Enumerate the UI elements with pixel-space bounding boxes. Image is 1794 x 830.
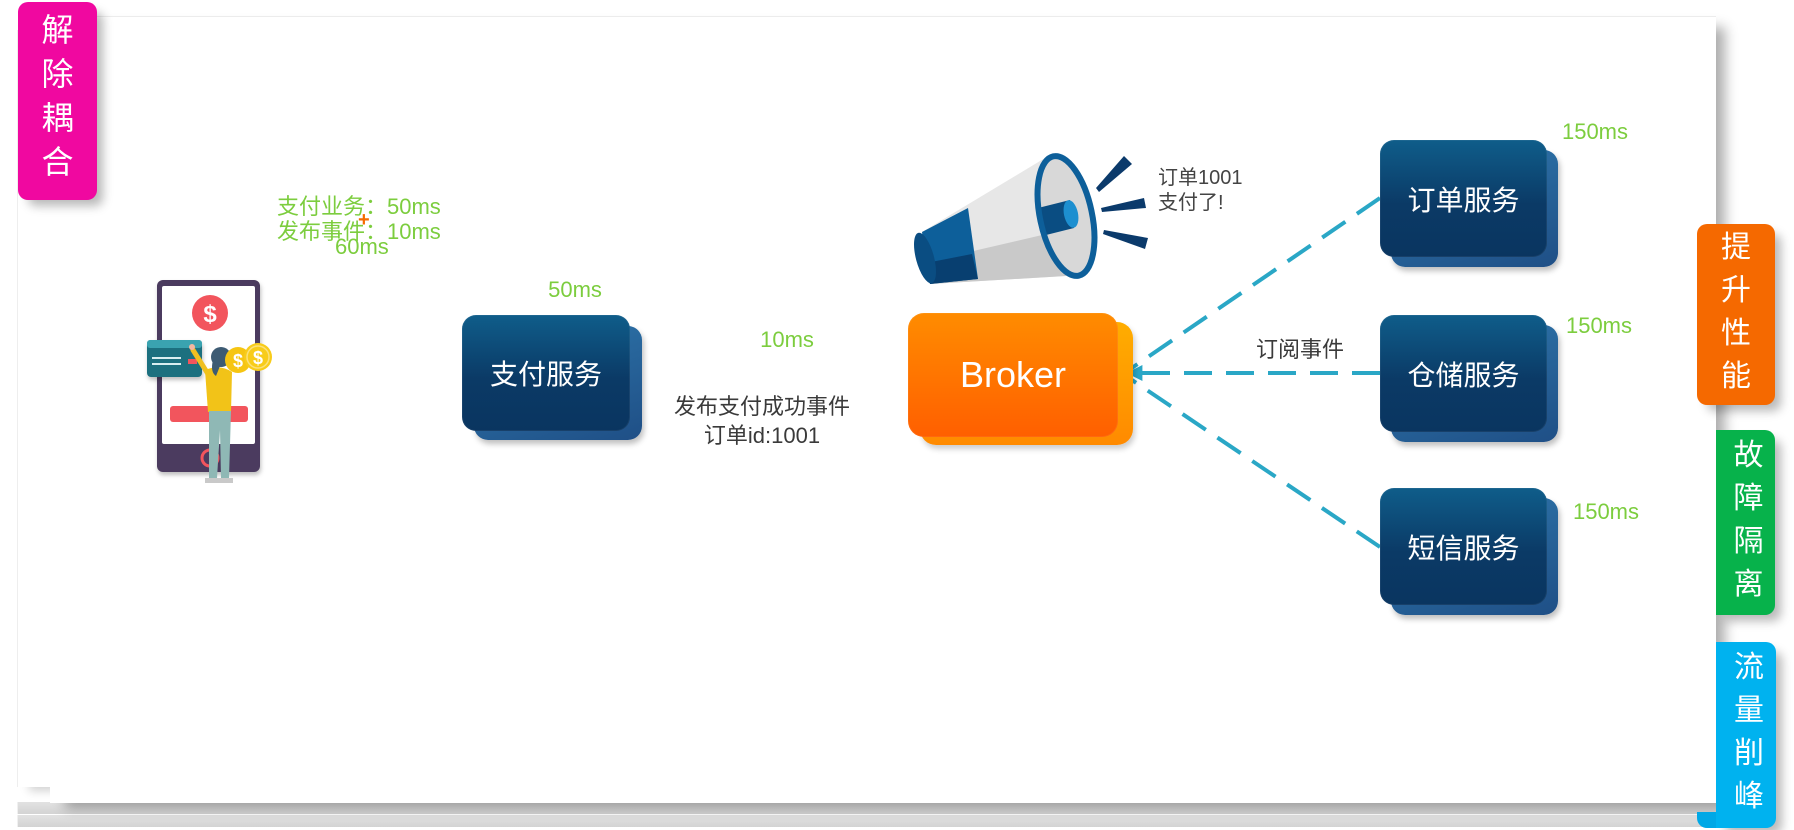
- timing-pay-service: 50ms: [548, 277, 602, 302]
- sms-service-node: 短信服务: [1380, 488, 1547, 605]
- phone-screen: [162, 286, 255, 444]
- order-service-node: 订单服务: [1380, 140, 1547, 257]
- warehouse-service-node: 仓储服务: [1380, 315, 1547, 432]
- tab-peak-shaving: 流量削峰: [1716, 642, 1776, 828]
- page-stack-layer: [17, 802, 1717, 814]
- pay-service-label: 支付服务: [489, 359, 602, 390]
- order-service-label: 订单服务: [1407, 184, 1520, 216]
- coin-glyph: $: [233, 351, 243, 371]
- woman-feet: [205, 478, 233, 483]
- edge-subscribe-label: 订阅事件: [1255, 337, 1345, 362]
- timing-order-service: 150ms: [1561, 119, 1629, 144]
- edge-publish-order-id: 订单id:1001: [703, 423, 821, 448]
- tab-peak-shaving-label: 流量削峰: [1734, 651, 1764, 813]
- timing-pay-business: 支付业务：50ms: [277, 194, 441, 219]
- tab-performance: 提升性能: [1697, 224, 1775, 405]
- tab-decouple: 解除耦合: [18, 2, 97, 200]
- coin-glyph: $: [253, 348, 263, 368]
- announcement-line1: 订单1001: [1158, 167, 1243, 189]
- broker-label: Broker: [959, 354, 1067, 395]
- broker-node: Broker: [908, 313, 1118, 437]
- timing-total: 60ms: [335, 234, 389, 259]
- timing-plus-sign: +: [358, 209, 370, 231]
- mobile-payment-icon: $ $ $: [147, 280, 272, 483]
- dollar-badge-glyph: $: [203, 301, 217, 328]
- credit-card-chip: [188, 359, 197, 364]
- credit-card-stripe: [147, 340, 202, 348]
- subscribe-line-sms: [1124, 374, 1382, 549]
- woman-hand: [189, 344, 195, 350]
- megaphone-handle-shade: [926, 254, 978, 284]
- sms-service-label: 短信服务: [1407, 532, 1520, 564]
- page-stack-layer: [17, 815, 1717, 827]
- pay-service-node: 支付服务: [462, 315, 630, 431]
- megaphone-driver-cap: [1063, 200, 1079, 228]
- sound-wave-icon: [1096, 156, 1132, 192]
- edge-publish-label: 发布支付成功事件: [673, 394, 851, 419]
- timing-warehouse-service: 150ms: [1565, 313, 1633, 338]
- tab-fault-isolation-label: 故障隔离: [1733, 439, 1764, 601]
- tab-decouple-label: 解除耦合: [41, 12, 74, 180]
- timing-publish-event: 发布事件：10ms: [277, 219, 441, 244]
- tab-fault-isolation: 故障隔离: [1716, 430, 1775, 615]
- megaphone-tail: [914, 232, 936, 284]
- woman-legs: [209, 411, 231, 478]
- subscribe-line-order: [1124, 196, 1382, 374]
- sound-wave-icon: [1101, 198, 1146, 212]
- timing-sms-service: 150ms: [1572, 499, 1640, 524]
- megaphone-icon: [914, 153, 1148, 284]
- announcement-line2: 支付了!: [1158, 192, 1224, 214]
- timing-publish: 10ms: [760, 327, 814, 352]
- sound-wave-icon: [1103, 230, 1148, 249]
- tab-performance-label: 提升性能: [1721, 231, 1751, 393]
- coin-icon: [244, 343, 272, 371]
- woman-torso: [205, 367, 232, 412]
- woman-hair: [212, 360, 220, 376]
- dollar-badge-icon: [192, 295, 228, 331]
- coin-rim: [246, 345, 270, 369]
- warehouse-service-label: 仓储服务: [1407, 359, 1520, 391]
- megaphone-rim: [1034, 153, 1098, 279]
